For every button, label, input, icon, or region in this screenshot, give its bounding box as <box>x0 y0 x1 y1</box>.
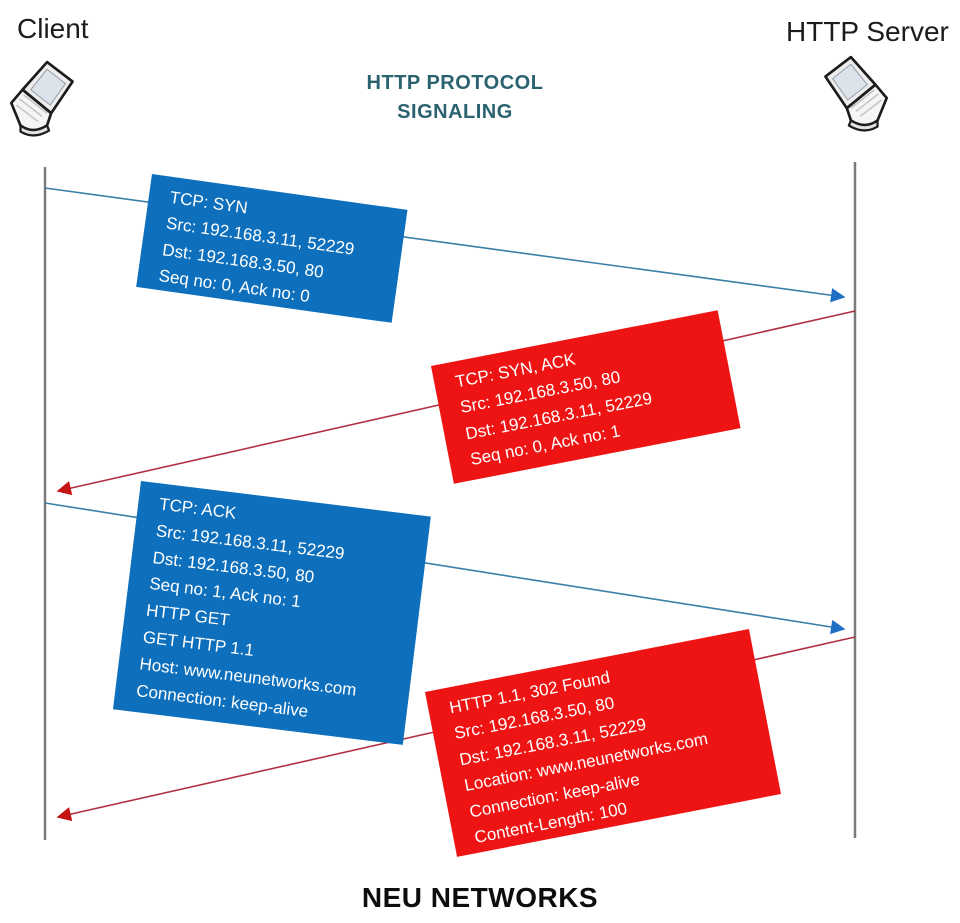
server-label: HTTP Server <box>786 16 949 47</box>
client-laptop-icon <box>9 60 74 137</box>
diagram-title-line1: HTTP PROTOCOL <box>366 72 544 94</box>
message-box-tcp-ack-http-get: TCP: ACK Src: 192.168.3.11, 52229 Dst: 1… <box>112 481 431 745</box>
server-laptop-icon <box>824 55 889 132</box>
diagram-title-line2: SIGNALING <box>397 101 513 123</box>
footer-brand: NEU NETWORKS <box>361 882 599 913</box>
client-label: Client <box>17 13 89 44</box>
diagram-title: HTTP PROTOCOL SIGNALING <box>367 69 544 127</box>
